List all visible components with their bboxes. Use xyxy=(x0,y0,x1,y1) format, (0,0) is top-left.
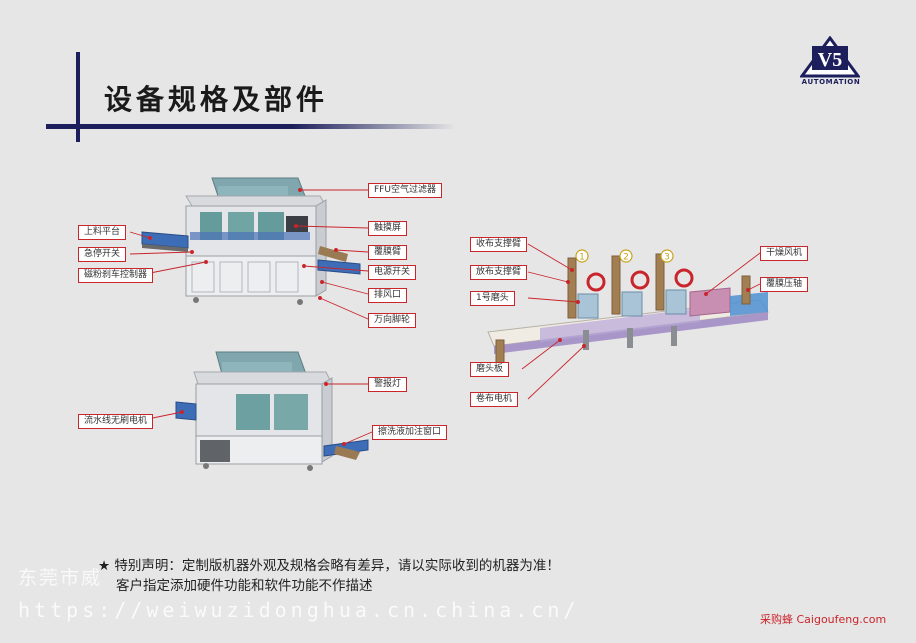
label-brake-controller: 磁粉刹车控制器 xyxy=(78,268,154,283)
watermark-url: https://weiwuzidonghua.cn.china.cn/ xyxy=(18,598,580,622)
detail-illustration xyxy=(487,253,769,365)
marker-2: 2 xyxy=(623,253,629,263)
logo-mark: V5 xyxy=(818,49,842,71)
leader-lines xyxy=(129,188,761,446)
label-touchscreen: 触摸屏 xyxy=(368,221,408,236)
label-grind-head-1: 1号磨头 xyxy=(470,291,515,306)
label-dryer-fan: 干燥风机 xyxy=(760,246,809,261)
logo-subtitle: AUTOMATION xyxy=(801,78,861,86)
marker-1: 1 xyxy=(579,253,585,263)
notice-line-2: 客户指定添加硬件功能和软件功能不作描述 xyxy=(116,578,373,594)
label-recv-arm: 收布支撑臂 xyxy=(470,237,528,252)
machine-1-illustration xyxy=(141,177,361,305)
label-brushless-motor: 流水线无刷电机 xyxy=(78,414,154,429)
special-notice: ★ 特别声明：定制版机器外观及规格会略有差异，请以实际收到的机器为准！ 客户指定… xyxy=(98,556,560,596)
source-credit: 采购蜂 Caigoufeng.com xyxy=(760,613,887,626)
label-power-switch: 电源开关 xyxy=(368,265,417,280)
label-release-arm: 放布支撑臂 xyxy=(470,265,528,280)
machine-2-illustration xyxy=(175,351,369,471)
watermark-company: 东莞市威 xyxy=(18,567,103,589)
notice-line-1: ★ 特别声明：定制版机器外观及规格会略有差异，请以实际收到的机器为准！ xyxy=(98,558,560,574)
label-caster: 万向脚轮 xyxy=(368,313,417,328)
label-film-roller: 覆膜压轴 xyxy=(760,277,809,292)
label-head-plate: 磨头板 xyxy=(470,362,510,377)
title-underline xyxy=(46,124,456,129)
label-winding-motor: 卷布电机 xyxy=(470,392,519,407)
label-liquid-inlet: 擦洗液加注窗口 xyxy=(372,425,448,440)
label-load-platform: 上料平台 xyxy=(78,225,127,240)
label-exhaust: 排风口 xyxy=(368,288,408,303)
title-accent-bar xyxy=(76,52,80,142)
marker-3: 3 xyxy=(664,253,670,263)
label-ffu: FFU空气过滤器 xyxy=(368,183,442,198)
v5-logo-icon: V5 xyxy=(800,36,860,78)
label-film-arm: 覆膜臂 xyxy=(368,245,408,260)
page-title: 设备规格及部件 xyxy=(104,83,329,116)
label-estop: 急停开关 xyxy=(78,247,127,262)
marker-group: 1 2 3 xyxy=(575,249,674,263)
label-alarm-light: 警报灯 xyxy=(368,377,408,392)
